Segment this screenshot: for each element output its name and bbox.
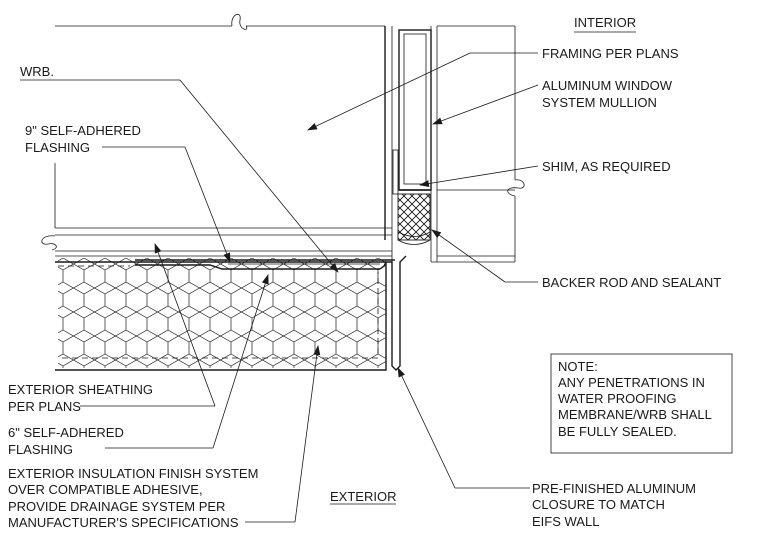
window-mullion [392, 25, 525, 263]
label-flashing9-line1: 9" SELF-ADHERED [25, 123, 141, 138]
break-line-left [41, 235, 57, 251]
aluminum-closure [379, 255, 407, 371]
interior-framing [54, 13, 393, 262]
label-flashing6-line1: 6" SELF-ADHERED [8, 425, 124, 440]
label-wrb: WRB. [20, 64, 54, 79]
note-title: NOTE: [558, 359, 598, 374]
label-eifs-line2: OVER COMPATIBLE ADHESIVE, [8, 482, 203, 497]
label-closure-line2: CLOSURE TO MATCH [532, 497, 665, 512]
label-shim: SHIM, AS REQUIRED [542, 159, 671, 174]
note-line-1: ANY PENETRATIONS IN [558, 375, 705, 390]
label-closure-line1: PRE-FINISHED ALUMINUM [532, 481, 696, 496]
note-box: NOTE: ANY PENETRATIONS IN WATER PROOFING… [550, 353, 733, 454]
label-flashing9-line2: FLASHING [25, 140, 90, 155]
break-line-right [507, 179, 525, 197]
eifs-insulation [55, 258, 387, 371]
note-line-3: MEMBRANE/WRB SHALL [558, 407, 712, 422]
label-eifs-line3: PROVIDE DRAINAGE SYSTEM PER [8, 499, 225, 514]
label-eifs-line4: MANUFACTURER'S SPECIFICATIONS [8, 515, 239, 530]
label-interior: INTERIOR [574, 15, 636, 30]
leader-lines [20, 31, 636, 523]
label-eifs-line1: EXTERIOR INSULATION FINISH SYSTEM [8, 466, 258, 481]
note-line-4: BE FULLY SEALED. [558, 424, 677, 439]
break-line-top [231, 13, 248, 30]
label-closure-line3: EIFS WALL [532, 514, 599, 529]
shim [392, 149, 399, 195]
label-mullion-line2: SYSTEM MULLION [542, 95, 657, 110]
label-backer: BACKER ROD AND SEALANT [542, 275, 721, 290]
label-sheathing-line1: EXTERIOR SHEATHING [8, 382, 153, 397]
label-flashing6-line2: FLASHING [8, 442, 73, 457]
label-framing: FRAMING PER PLANS [542, 46, 679, 61]
label-sheathing-line2: PER PLANS [8, 399, 81, 414]
note-line-2: WATER PROOFING [558, 391, 676, 406]
backer-rod-sealant [397, 193, 431, 245]
label-exterior: EXTERIOR [330, 489, 396, 504]
label-mullion-line1: ALUMINUM WINDOW [542, 78, 673, 93]
